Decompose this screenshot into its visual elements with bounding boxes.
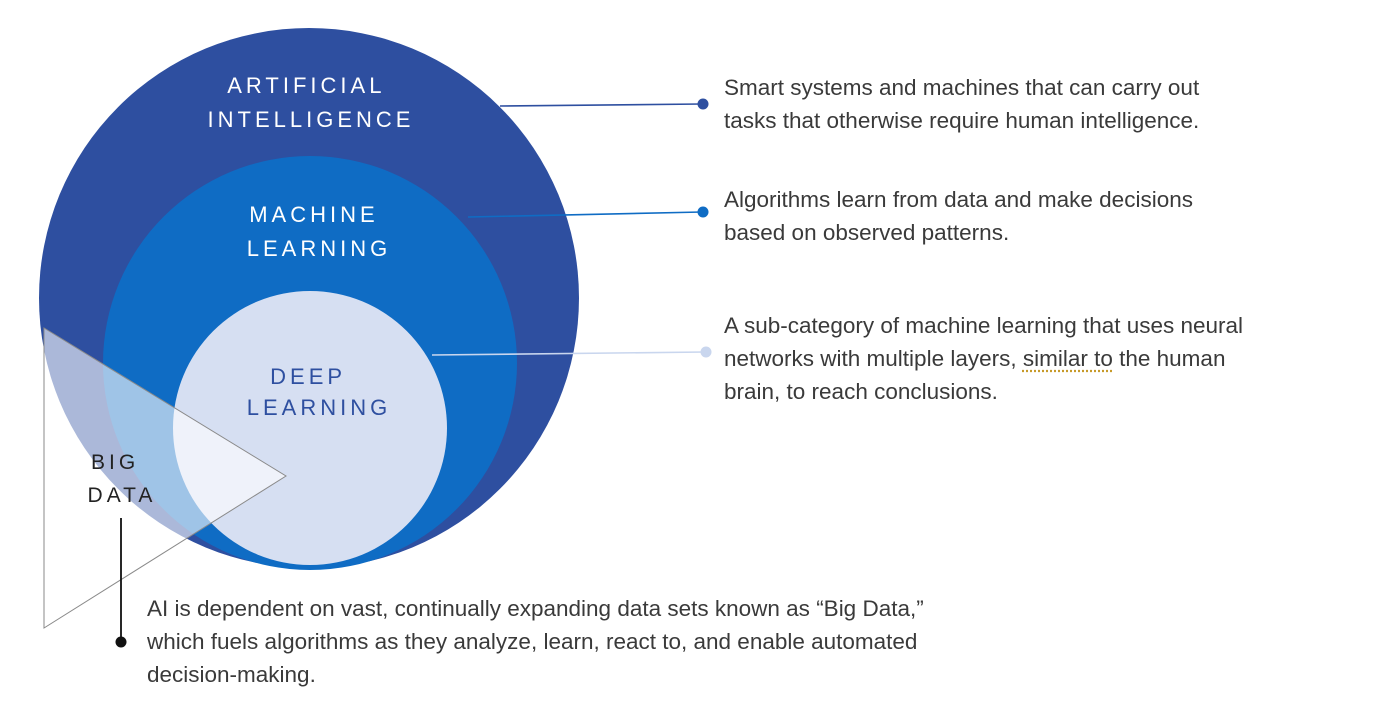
dl-description-text: the human [1112, 346, 1226, 371]
ai-leader-dot [697, 98, 709, 110]
big-data-triangle [43, 327, 287, 629]
ai-leader-line [499, 103, 703, 107]
dl-description-line: brain, to reach conclusions. [724, 379, 998, 404]
big-data-description-line: decision-making. [147, 662, 316, 687]
ai-description-line: tasks that otherwise require human intel… [724, 108, 1200, 133]
dl-description: A sub-category of machine learning that … [724, 309, 1243, 408]
ai-description: Smart systems and machines that can carr… [724, 71, 1199, 137]
spellcheck-underlined-text: similar to [1022, 346, 1113, 371]
dl-description-text: networks with multiple layers, [724, 346, 1023, 371]
ml-leader-line [467, 211, 703, 218]
ml-description: Algorithms learn from data and make deci… [724, 183, 1193, 249]
ml-description-line: Algorithms learn from data and make deci… [724, 187, 1193, 212]
dl-description-line: A sub-category of machine learning that … [724, 313, 1244, 338]
dl-description-line: networks with multiple layers, similar t… [724, 342, 1243, 375]
big-data-description-line: which fuels algorithms as they analyze, … [147, 629, 918, 654]
dl-leader-line [431, 351, 706, 356]
big-data-leader-dot [115, 636, 127, 648]
dl-leader-dot [700, 346, 712, 358]
big-data-description-line: AI is dependent on vast, continually exp… [147, 596, 924, 621]
big-data-description: AI is dependent on vast, continually exp… [147, 592, 924, 691]
ai-description-line: Smart systems and machines that can carr… [724, 75, 1200, 100]
ml-label: MACHINE LEARNING [247, 202, 391, 261]
dl-label: DEEP LEARNING [247, 364, 391, 420]
ai-label: ARTIFICIAL INTELLIGENCE [208, 73, 415, 132]
ml-description-line: based on observed patterns. [724, 220, 1010, 245]
dl-circle [173, 291, 447, 565]
big-data-label: BIG DATA [88, 451, 157, 507]
ml-leader-dot [697, 206, 709, 218]
